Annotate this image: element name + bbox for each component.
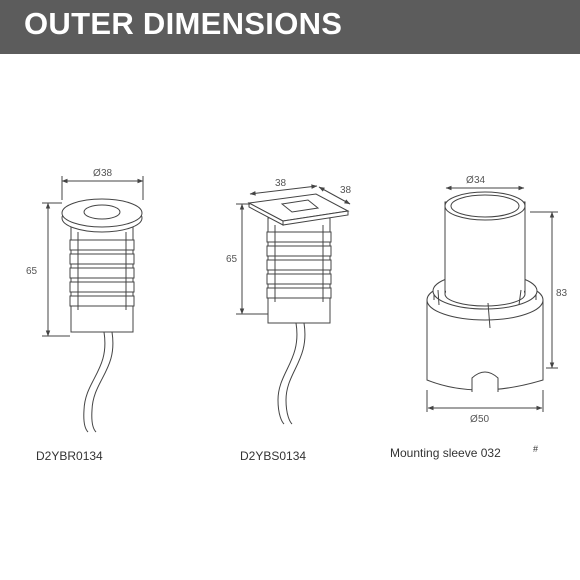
cable-1b bbox=[91, 331, 114, 433]
lens-1 bbox=[83, 204, 121, 220]
product-code-1: D2YBR0134 bbox=[36, 449, 103, 463]
bottom-diameter-label-3: 50 bbox=[478, 414, 490, 425]
dim-line-depth-2 bbox=[318, 186, 351, 205]
lens-2 bbox=[280, 199, 320, 213]
page-title: OUTER DIMENSIONS bbox=[24, 6, 343, 41]
sleeve-notch bbox=[471, 371, 499, 392]
depth-label-2: 38 bbox=[340, 185, 352, 196]
height-label-1: 65 bbox=[26, 266, 38, 277]
square-light-drawing: 38 38 65 D2YBS0134 bbox=[226, 178, 352, 463]
dim-line-width-2 bbox=[249, 184, 318, 196]
fins-1 bbox=[69, 232, 135, 310]
product-code-2: D2YBS0134 bbox=[240, 449, 306, 463]
width-label-2: 38 bbox=[275, 178, 287, 189]
mounting-sleeve-drawing: Ø 34 Ø 50 83 Mounting sleeve 032 # bbox=[390, 175, 568, 460]
diameter-symbol-1: Ø bbox=[93, 168, 101, 179]
cable-2b bbox=[285, 322, 306, 425]
height-label-3: 83 bbox=[556, 288, 568, 299]
product-name-3: Mounting sleeve 032 bbox=[390, 446, 501, 460]
diameter-symbol-3b: Ø bbox=[470, 414, 478, 425]
header-bar: OUTER DIMENSIONS bbox=[0, 0, 580, 54]
cable-2a bbox=[277, 322, 298, 425]
fins-2 bbox=[266, 225, 332, 302]
diameter-symbol-3a: Ø bbox=[466, 175, 474, 186]
height-label-2: 65 bbox=[226, 254, 238, 265]
round-light-drawing: Ø 38 65 D2YBR0134 bbox=[26, 168, 144, 463]
diameter-label-1: 38 bbox=[101, 168, 113, 179]
cable-1a bbox=[83, 331, 106, 433]
product-name-suffix-3: # bbox=[533, 444, 538, 454]
top-diameter-label-3: 34 bbox=[474, 175, 486, 186]
